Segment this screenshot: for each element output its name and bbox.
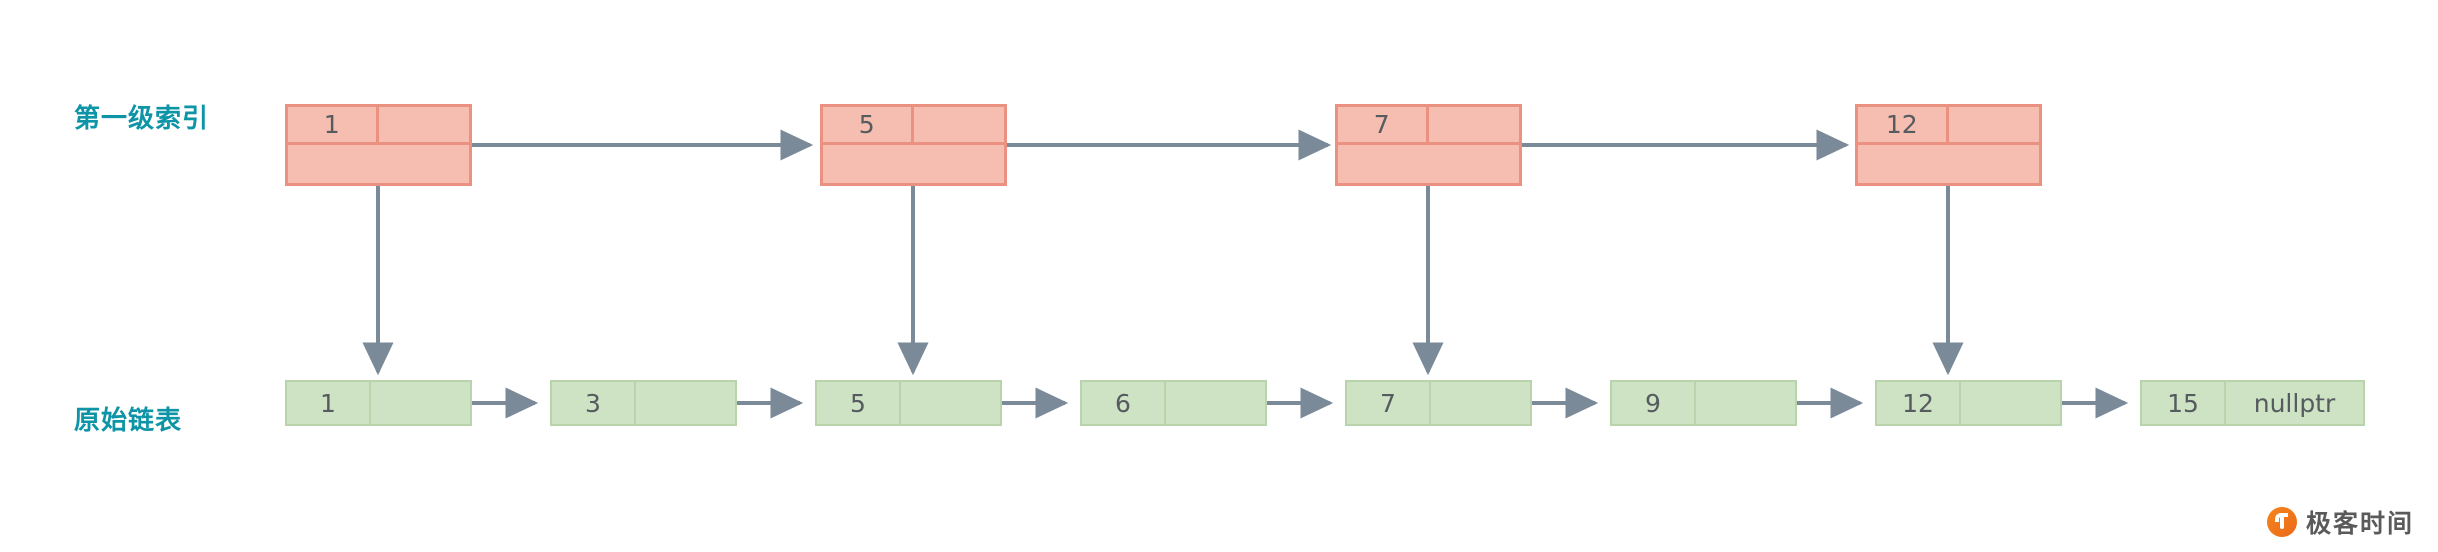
index-node-down-cell xyxy=(1858,145,2039,183)
index-node-down-cell xyxy=(288,145,469,183)
list-node-3[interactable]: 3 xyxy=(550,380,737,426)
index-node-7[interactable]: 7 xyxy=(1335,104,1522,186)
row-label-index-level-1: 第一级索引 xyxy=(74,104,210,134)
list-node-next-cell xyxy=(1166,382,1265,424)
list-node-next-cell xyxy=(901,382,1000,424)
index-node-next-cell xyxy=(1429,107,1520,142)
index-node-12[interactable]: 12 xyxy=(1855,104,2042,186)
index-node-top-row: 7 xyxy=(1338,107,1519,145)
brand-name: 极客时间 xyxy=(2305,509,2414,538)
list-node-null-pointer: nullptr xyxy=(2253,388,2336,418)
index-node-top-row: 12 xyxy=(1858,107,2039,145)
list-node-6[interactable]: 6 xyxy=(1080,380,1267,426)
index-node-next-cell xyxy=(914,107,1005,142)
list-node-15[interactable]: 15 nullptr xyxy=(2140,380,2365,426)
index-node-value: 12 xyxy=(1858,107,1949,142)
list-node-next-cell xyxy=(1696,382,1795,424)
list-node-next-cell xyxy=(1961,382,2060,424)
list-node-12[interactable]: 12 xyxy=(1875,380,2062,426)
brand-watermark: 极客时间 xyxy=(2266,504,2414,540)
index-node-1[interactable]: 1 xyxy=(285,104,472,186)
list-node-5[interactable]: 5 xyxy=(815,380,1002,426)
list-node-value: 12 xyxy=(1877,382,1961,424)
list-node-next-cell xyxy=(636,382,735,424)
list-node-next-cell xyxy=(1431,382,1530,424)
row-label-original-list: 原始链表 xyxy=(74,406,183,436)
index-node-top-row: 1 xyxy=(288,107,469,145)
index-node-top-row: 5 xyxy=(823,107,1004,145)
index-node-down-cell xyxy=(823,145,1004,183)
geektime-logo-icon xyxy=(2266,507,2297,537)
index-node-next-cell xyxy=(1949,107,2040,142)
index-node-value: 7 xyxy=(1338,107,1429,142)
list-node-value: 3 xyxy=(552,382,636,424)
list-node-value: 6 xyxy=(1082,382,1166,424)
index-node-value: 1 xyxy=(288,107,379,142)
list-node-7[interactable]: 7 xyxy=(1345,380,1532,426)
index-node-next-cell xyxy=(379,107,470,142)
list-node-next-cell xyxy=(371,382,470,424)
list-node-value: 9 xyxy=(1612,382,1696,424)
list-node-value: 5 xyxy=(817,382,901,424)
index-node-down-cell xyxy=(1338,145,1519,183)
list-node-value: 7 xyxy=(1347,382,1431,424)
list-node-value: 15 xyxy=(2142,382,2226,424)
index-node-5[interactable]: 5 xyxy=(820,104,1007,186)
index-node-value: 5 xyxy=(823,107,914,142)
list-node-1[interactable]: 1 xyxy=(285,380,472,426)
list-node-value: 1 xyxy=(287,382,371,424)
list-node-9[interactable]: 9 xyxy=(1610,380,1797,426)
